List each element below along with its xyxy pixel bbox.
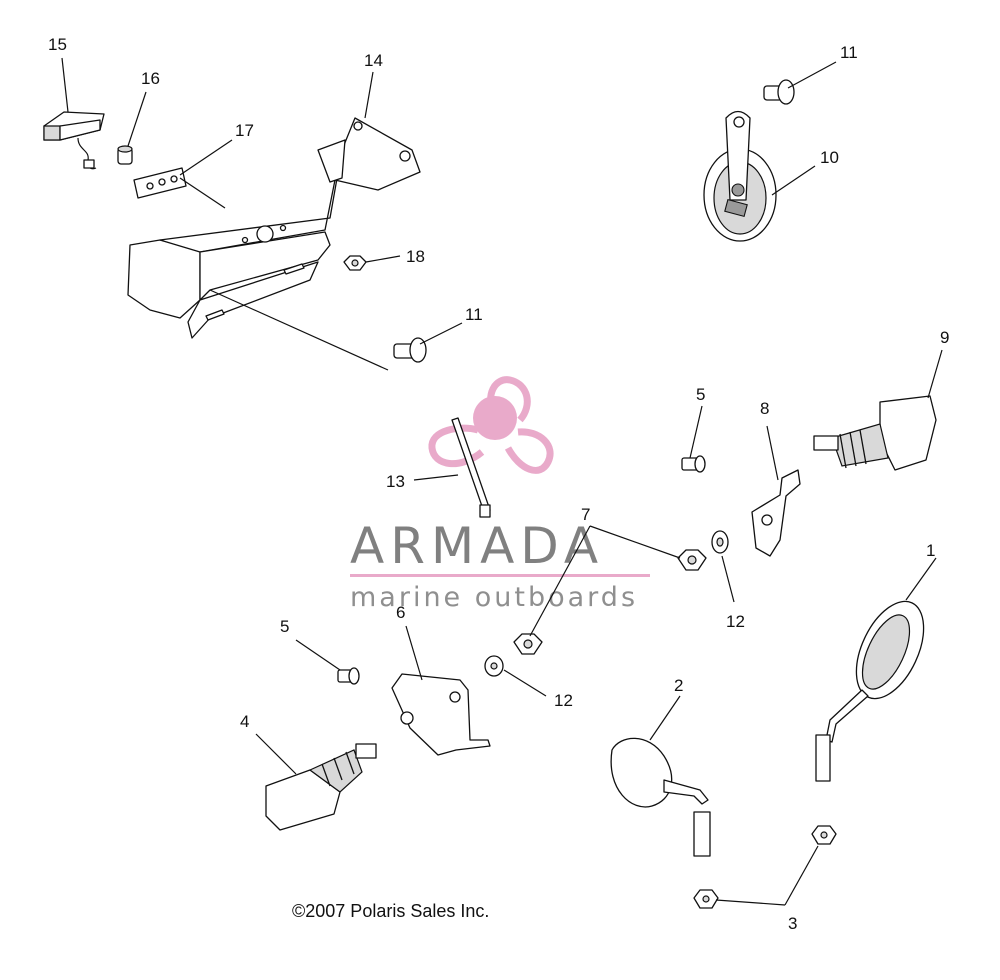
callout-7: 7 <box>581 505 590 524</box>
callout-1: 1 <box>926 541 935 560</box>
part-4-turn-signal-left <box>265 743 377 831</box>
callout-5-upper: 5 <box>696 385 705 404</box>
callout-9: 9 <box>940 328 949 347</box>
part-3-nut-left <box>693 889 719 909</box>
part-9-turn-signal-right <box>813 395 937 471</box>
callout-11-upper: 11 <box>840 43 858 62</box>
callout-4: 4 <box>240 712 249 731</box>
watermark-subtitle: marine outboards <box>350 582 638 613</box>
part-7-nut-lower <box>513 633 543 655</box>
part-15-connector-module <box>43 111 105 170</box>
callout-18: 18 <box>406 247 425 266</box>
callout-8: 8 <box>760 399 769 418</box>
watermark-divider <box>350 574 650 577</box>
part-12-washer-upper <box>711 530 729 554</box>
callout-5-lower: 5 <box>280 617 289 636</box>
part-7-nut-upper <box>677 549 707 571</box>
part-1-mirror-right <box>815 600 925 782</box>
callout-16: 16 <box>141 69 160 88</box>
callout-labels: 15 16 17 14 18 11 11 10 13 5 8 9 7 12 1 … <box>48 35 949 933</box>
callout-17: 17 <box>235 121 254 140</box>
watermark-title: ARMADA <box>350 517 604 575</box>
callout-12-lower: 12 <box>554 691 573 710</box>
part-14-mounting-bracket <box>127 117 421 339</box>
propeller-hub-icon <box>473 396 517 440</box>
part-3-nut-right <box>811 825 837 845</box>
part-12-washer-lower <box>484 655 504 677</box>
part-11-bolt-upper <box>763 79 795 105</box>
callout-2: 2 <box>674 676 683 695</box>
callout-3: 3 <box>788 914 797 933</box>
leader-lines <box>61 57 943 906</box>
part-17-plate <box>133 167 187 199</box>
part-16-spacer <box>117 145 133 165</box>
part-8-bracket <box>751 469 801 557</box>
callout-10: 10 <box>820 148 839 167</box>
part-11-bolt-lower <box>393 337 427 363</box>
part-6-bracket-lower <box>391 673 491 756</box>
copyright-notice: ©2007 Polaris Sales Inc. <box>292 901 489 921</box>
armada-watermark: ARMADA marine outboards <box>350 376 650 613</box>
part-18-nut <box>343 255 367 271</box>
callout-14: 14 <box>364 51 383 70</box>
callout-12-upper: 12 <box>726 612 745 631</box>
part-5-bolt-upper <box>681 455 706 473</box>
part-5-bolt-lower <box>337 667 360 685</box>
callout-11-lower: 11 <box>465 305 483 324</box>
part-2-mirror-left <box>610 737 711 857</box>
callout-15: 15 <box>48 35 67 54</box>
part-10-horn <box>703 110 777 242</box>
callout-6: 6 <box>396 603 405 622</box>
part-13-cable-tie <box>451 417 491 518</box>
callout-13: 13 <box>386 472 405 491</box>
